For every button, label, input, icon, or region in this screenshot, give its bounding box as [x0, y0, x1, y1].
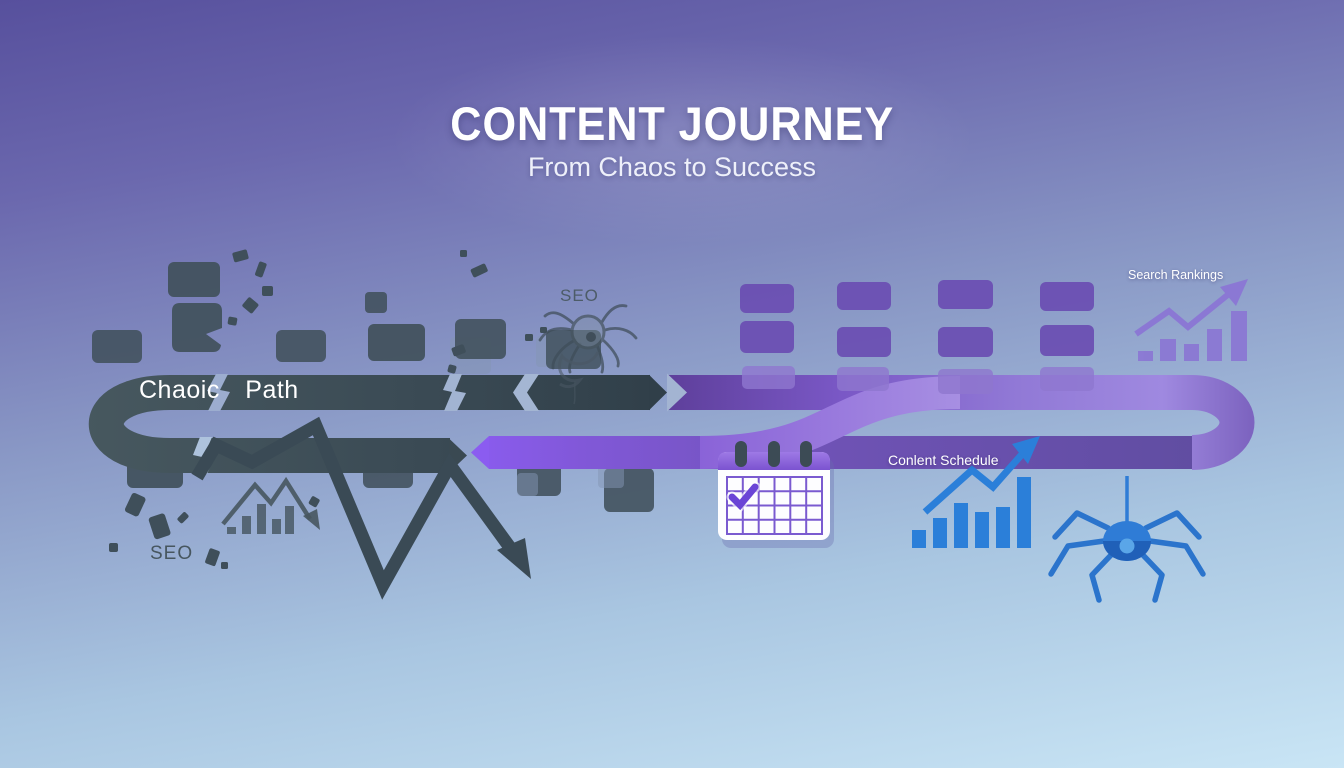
seo-spider-icon [538, 304, 638, 405]
chaos-blocks-above [92, 262, 601, 374]
page-subtitle: From Chaos to Success [527, 152, 817, 182]
seo-spider-label: SEO [560, 286, 599, 305]
broken-arrow-icon [191, 416, 531, 600]
chaotic-path-label: Chaoic Path [139, 376, 299, 404]
content-schedule-label: Conlent Schedule [888, 452, 999, 468]
crawler-spider-icon [1048, 476, 1206, 603]
growth-chart-icon [912, 436, 1040, 548]
search-rankings-label: Search Rankings [1128, 268, 1224, 282]
declining-chart-icon [221, 476, 320, 534]
page-title: CONTENT JOURNEY [450, 97, 894, 150]
seo-decline-label: SEO [150, 543, 194, 564]
organized-blocks [740, 280, 1094, 357]
calendar-checked-icon [718, 441, 834, 548]
success-path-band [471, 373, 1255, 470]
organized-blocks-on-band [742, 366, 1094, 394]
rankings-chart-icon [1134, 279, 1248, 361]
